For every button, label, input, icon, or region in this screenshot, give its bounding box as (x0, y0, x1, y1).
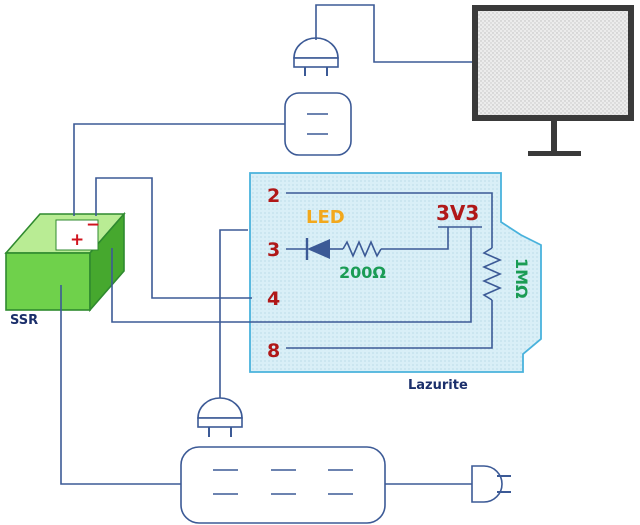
monitor-icon (472, 5, 634, 156)
led-diode-icon (305, 238, 330, 260)
pin-8-label: 8 (267, 340, 280, 362)
pin-2-label: 2 (267, 185, 280, 207)
wall-plug-icon (471, 465, 511, 503)
top-plug-icon (293, 37, 339, 76)
ssr-minus-label: − (86, 215, 100, 235)
power-strip-icon (180, 446, 386, 524)
ssr-label: SSR (10, 313, 38, 328)
pin-4-label: 4 (267, 288, 280, 310)
resistor-200-icon (342, 239, 382, 259)
pin-3-label: 3 (267, 239, 280, 261)
resistor-1m-label: 1MΩ (512, 258, 531, 299)
bottom-plug-icon (197, 397, 243, 437)
resistor-1m-icon (482, 247, 502, 301)
ssr-plus-label: + (70, 230, 84, 250)
led-label: LED (306, 207, 345, 228)
board-label: Lazurite (408, 378, 468, 393)
wiring (60, 4, 493, 485)
resistor-200-label: 200Ω (339, 263, 386, 282)
ssr-relay (4, 211, 126, 313)
top-outlet-icon (284, 92, 352, 156)
voltage-label: 3V3 (436, 201, 479, 225)
